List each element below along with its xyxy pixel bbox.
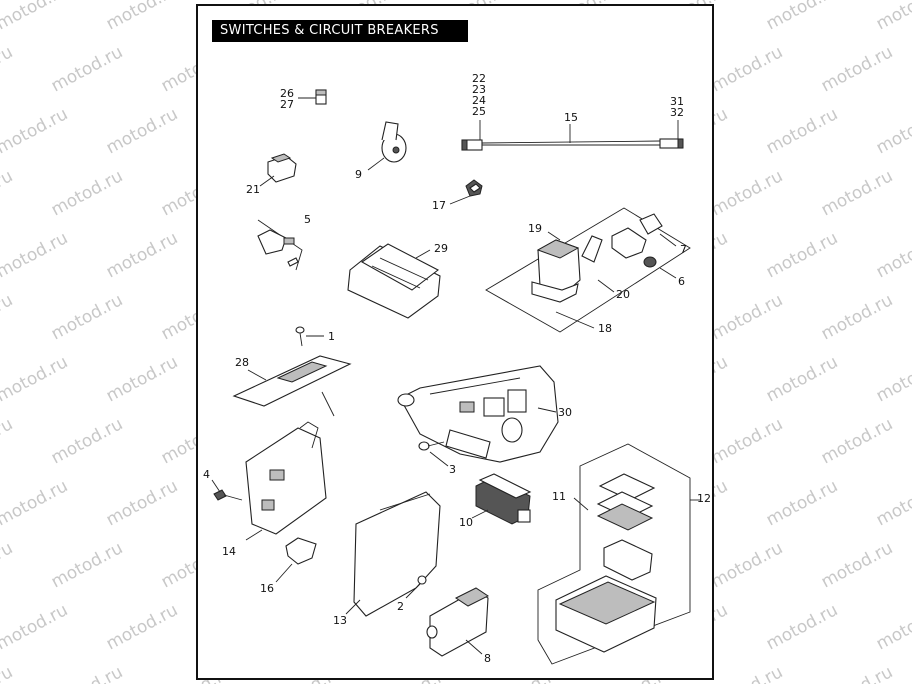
callout-3: 3 bbox=[449, 463, 456, 476]
part-10-circuit-breaker[interactable] bbox=[471, 473, 532, 525]
callout-22: 22 bbox=[472, 72, 486, 85]
callout-14: 14 bbox=[222, 545, 236, 558]
part-1-screw[interactable] bbox=[295, 326, 324, 347]
callout-9: 9 bbox=[355, 168, 362, 181]
part-30-housing[interactable] bbox=[397, 365, 559, 463]
callout-19: 19 bbox=[528, 222, 542, 235]
page-title: SWITCHES & CIRCUIT BREAKERS bbox=[212, 20, 468, 42]
callout-13: 13 bbox=[333, 614, 347, 627]
callout-31: 31 bbox=[670, 95, 684, 108]
callout-32: 32 bbox=[670, 106, 684, 119]
callout-15: 15 bbox=[564, 111, 578, 124]
callout-25: 25 bbox=[472, 105, 486, 118]
callout-20: 20 bbox=[616, 288, 630, 301]
callout-6: 6 bbox=[678, 275, 685, 288]
callout-17: 17 bbox=[432, 199, 446, 212]
callout-30: 30 bbox=[558, 406, 572, 419]
part-21-switch[interactable] bbox=[259, 153, 297, 187]
callout-23: 23 bbox=[472, 83, 486, 96]
part-15-wiring-lead[interactable] bbox=[461, 120, 684, 151]
callout-24: 24 bbox=[472, 94, 486, 107]
part-13-cover[interactable] bbox=[345, 491, 441, 617]
callout-27: 27 bbox=[280, 98, 294, 111]
callout-1: 1 bbox=[328, 330, 335, 343]
part-8-relay[interactable] bbox=[426, 587, 489, 657]
part-3-screw[interactable] bbox=[418, 441, 449, 467]
callout-2: 2 bbox=[397, 600, 404, 613]
part-4-bolt[interactable] bbox=[211, 479, 243, 501]
callout-4: 4 bbox=[203, 468, 210, 481]
part-16-clip[interactable] bbox=[275, 537, 317, 583]
callout-7: 7 bbox=[680, 243, 687, 256]
callout-8: 8 bbox=[484, 652, 491, 665]
callout-21: 21 bbox=[246, 183, 260, 196]
callout-28: 28 bbox=[235, 356, 249, 369]
callout-10: 10 bbox=[459, 516, 473, 529]
part-17-connector[interactable] bbox=[449, 179, 483, 205]
callout-11: 11 bbox=[552, 490, 566, 503]
callout-26: 26 bbox=[280, 87, 294, 100]
part-14-bracket[interactable] bbox=[245, 421, 327, 541]
part-11-12-fuse-block[interactable] bbox=[537, 443, 700, 665]
callout-18: 18 bbox=[598, 322, 612, 335]
part-29-pad[interactable] bbox=[347, 243, 441, 319]
part-28-plate[interactable] bbox=[232, 355, 352, 417]
callout-12: 12 bbox=[697, 492, 711, 505]
callout-16: 16 bbox=[260, 582, 274, 595]
callout-29: 29 bbox=[434, 242, 448, 255]
callout-5: 5 bbox=[304, 213, 311, 226]
part-5-switch[interactable] bbox=[257, 219, 303, 271]
part-9-cap[interactable] bbox=[367, 121, 407, 171]
part-19-switch-assembly[interactable] bbox=[485, 207, 691, 333]
part-26-27-fuse[interactable] bbox=[298, 89, 327, 105]
part-2-screw[interactable] bbox=[405, 575, 427, 599]
